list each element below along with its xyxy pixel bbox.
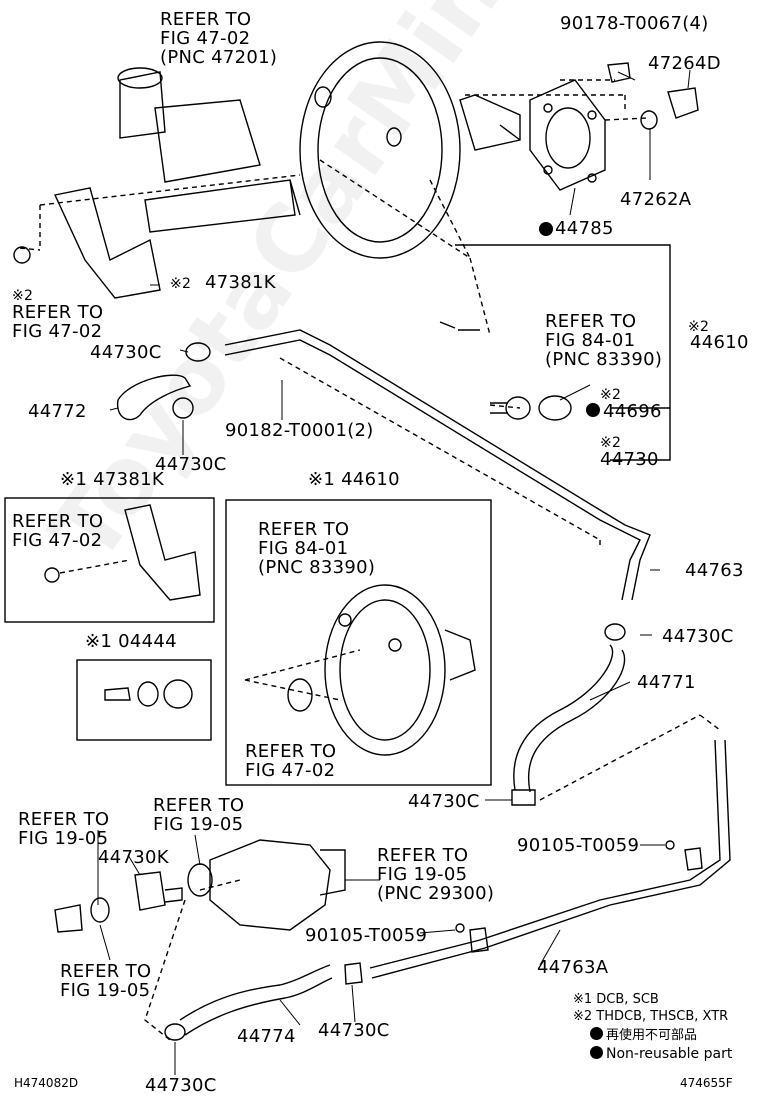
refer-fig-19-05-c-line2: FIG 19-05 xyxy=(377,864,468,885)
box-04444-title: ※1 04444 xyxy=(85,631,177,652)
part-47381K: 47381K xyxy=(205,272,276,293)
box-44610-refer-84-line2: FIG 84-01 xyxy=(258,538,349,559)
brake-booster xyxy=(299,41,461,259)
part-44774: 44774 xyxy=(237,1026,296,1047)
master-cylinder xyxy=(119,71,166,139)
part-44730C-5: 44730C xyxy=(318,1020,390,1041)
hose-44774 xyxy=(179,964,331,1021)
box-47381K-title: ※1 47381K xyxy=(60,469,165,490)
refer-fig-19-05-b-line1: REFER TO xyxy=(153,795,245,816)
union-44730K xyxy=(134,871,183,911)
legend-mark-1: ※1 DCB, SCB xyxy=(573,992,659,1007)
refer-fig-47-02-top-line2: FIG 47-02 xyxy=(160,28,251,49)
part-90105-T0059-b: 90105-T0059 xyxy=(305,925,428,946)
mark-2-44696: ※2 xyxy=(600,387,622,403)
gasket-44785 xyxy=(529,79,606,191)
refer-fig-19-05-c-line3: (PNC 29300) xyxy=(377,883,495,904)
part-44730C-3: 44730C xyxy=(662,626,734,647)
part-44610: 44610 xyxy=(690,332,749,353)
refer-fig-84-01-line3: (PNC 83390) xyxy=(545,349,663,370)
pipe-44763A xyxy=(369,739,721,969)
mark-2-44610: ※2 xyxy=(688,319,710,335)
box-47381K-refer-line1: REFER TO xyxy=(12,511,104,532)
refer-fig-19-05-a-line2: FIG 19-05 xyxy=(18,828,109,849)
washer-47262A xyxy=(640,110,658,130)
part-44763A: 44763A xyxy=(537,957,609,978)
mark-2-left: ※2 xyxy=(12,288,34,304)
box-44610-refer-47-line2: FIG 47-02 xyxy=(245,760,336,781)
refer-fig-19-05-d-line2: FIG 19-05 xyxy=(60,980,151,1001)
refer-fig-19-05-c-line1: REFER TO xyxy=(377,845,469,866)
hose-44772 xyxy=(116,374,192,421)
part-90182-T0001: 90182-T0001(2) xyxy=(225,420,374,441)
hose-44771 xyxy=(513,644,614,791)
part-47264D: 47264D xyxy=(648,53,721,74)
illustration-code-left: H474082D xyxy=(14,1076,79,1090)
part-44772: 44772 xyxy=(28,401,87,422)
refer-fig-47-02-left-line1: REFER TO xyxy=(12,302,104,323)
box-04444 xyxy=(76,659,212,741)
box-47381K-refer-line2: FIG 47-02 xyxy=(12,530,103,551)
box-44610-refer-84-line1: REFER TO xyxy=(258,519,350,540)
legend-mark-2: ※2 THDCB, THSCB, XTR xyxy=(573,1009,729,1024)
legend-dot-icon xyxy=(590,1046,603,1059)
box-44610-title: ※1 44610 xyxy=(308,469,400,490)
bracket-47381K xyxy=(53,187,161,299)
refer-fig-19-05-a-line1: REFER TO xyxy=(18,809,110,830)
legend-non-reusable-en: Non-reusable part xyxy=(590,1046,732,1062)
refer-fig-47-02-left-line2: FIG 47-02 xyxy=(12,321,103,342)
part-44730K: 44730K xyxy=(98,847,169,868)
clamp-44730C-b xyxy=(172,397,194,419)
part-44696: 44696 xyxy=(603,401,662,422)
clip-47264D xyxy=(667,87,699,119)
illustration-code-right: 474655F xyxy=(680,1076,733,1090)
refer-fig-19-05-b-line2: FIG 19-05 xyxy=(153,814,244,835)
mark-2-47381K: ※2 xyxy=(170,276,192,292)
clamp-44730C-a xyxy=(185,342,211,362)
legend-dot-icon xyxy=(590,1027,603,1040)
part-90178-T0067: 90178-T0067(4) xyxy=(560,13,709,34)
part-47262A: 47262A xyxy=(620,189,692,210)
mark-2-44730: ※2 xyxy=(600,435,622,451)
part-44730C-2: 44730C xyxy=(155,454,227,475)
box-44610-refer-84-line3: (PNC 83390) xyxy=(258,557,376,578)
legend-non-reusable-en-text: Non-reusable part xyxy=(606,1046,733,1062)
refer-fig-84-01-line1: REFER TO xyxy=(545,311,637,332)
part-44763: 44763 xyxy=(685,560,744,581)
part-44730C-6: 44730C xyxy=(145,1075,217,1096)
part-44785: 44785 xyxy=(555,218,614,239)
box-44610 xyxy=(225,499,492,786)
refer-fig-47-02-top-line3: (PNC 47201) xyxy=(160,47,278,68)
box-47381K xyxy=(4,497,215,623)
part-44771: 44771 xyxy=(637,672,696,693)
legend-non-reusable-jp-text: 再使用不可部品 xyxy=(606,1028,698,1043)
box-44610-refer-47-line1: REFER TO xyxy=(245,741,337,762)
part-44730C-1: 44730C xyxy=(90,342,162,363)
refer-fig-19-05-d-line1: REFER TO xyxy=(60,961,152,982)
part-44730C-4: 44730C xyxy=(408,791,480,812)
refer-fig-84-01-line2: FIG 84-01 xyxy=(545,330,636,351)
hose-44763 xyxy=(224,329,651,601)
part-90105-T0059-a: 90105-T0059 xyxy=(517,835,640,856)
check-valve-44696 xyxy=(538,395,572,421)
plug-19-05 xyxy=(54,904,83,933)
refer-fig-47-02-top-line1: REFER TO xyxy=(160,9,252,30)
vacuum-pump xyxy=(209,839,331,931)
part-44730: 44730 xyxy=(600,449,659,470)
legend-non-reusable-jp: 再使用不可部品 xyxy=(590,1027,697,1043)
